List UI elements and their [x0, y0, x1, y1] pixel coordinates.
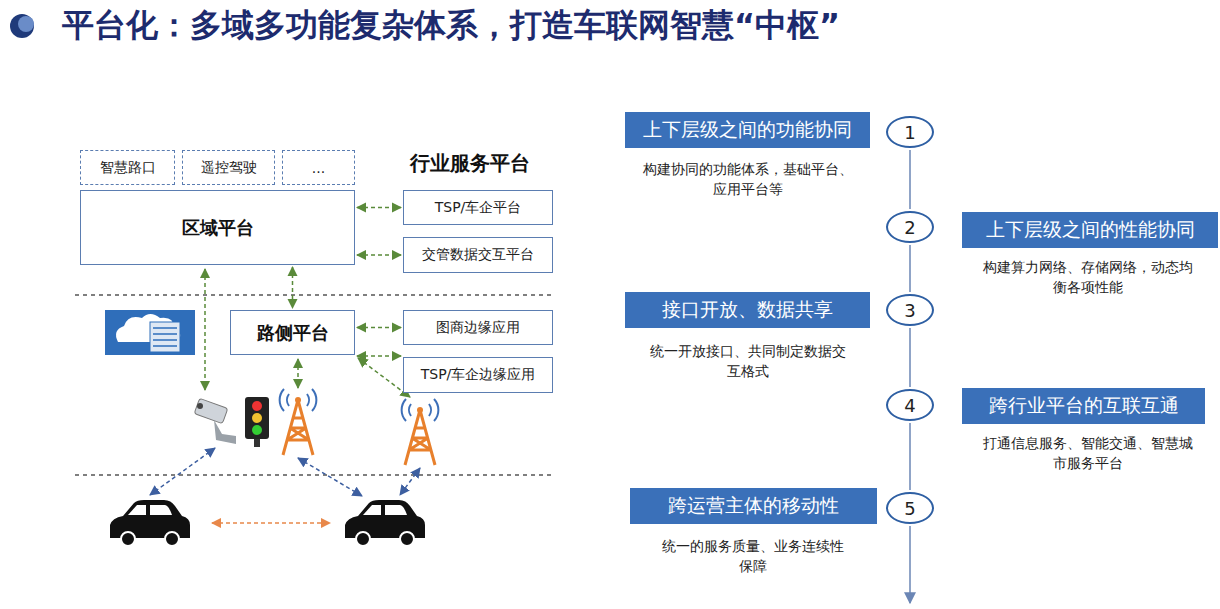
- node-text: 4: [904, 395, 915, 416]
- divider-line: [75, 474, 555, 476]
- connector: [909, 328, 911, 387]
- step-banner: 跨运营主体的移动性: [630, 488, 877, 524]
- step-banner: 接口开放、数据共享: [625, 292, 870, 328]
- traffic-light-icon: [252, 425, 262, 435]
- title-icon: [10, 14, 34, 38]
- node-text: 5: [904, 498, 915, 519]
- node-text: 3: [904, 300, 915, 321]
- connector: [357, 254, 401, 256]
- connector: [909, 245, 911, 292]
- car-icon: [110, 500, 190, 546]
- camera-icon: [197, 403, 203, 409]
- step-banner: 上下层级之间的功能协同: [625, 112, 870, 148]
- step-circle: 5: [886, 492, 934, 524]
- dashed-box: 遥控驾驶: [182, 150, 275, 185]
- timeline-arrow: [909, 526, 911, 603]
- node-text: 1: [904, 122, 915, 143]
- step-description: 打通信息服务、智能交通、智慧城市服务平台: [980, 434, 1195, 473]
- connector: [357, 327, 401, 329]
- step-description: 统一的服务质量、业务连续性保障: [660, 537, 845, 576]
- title: 平台化：多域多功能复杂体系，打造车联网智慧“中枢”: [62, 4, 840, 48]
- node-text: 跨行业平台的互联互通: [989, 393, 1179, 419]
- camera-icon: [194, 398, 228, 423]
- node-text: 智慧路口: [100, 159, 156, 177]
- step-circle: 2: [886, 211, 934, 243]
- service-box: TSP/车企平台: [403, 190, 553, 225]
- service-box: TSP/车企边缘应用: [403, 357, 553, 393]
- node-text: 2: [904, 217, 915, 238]
- cloud-server-icon: [105, 310, 195, 355]
- step-circle: 3: [886, 294, 934, 326]
- node-text: ...: [312, 160, 325, 176]
- title-icon: [10, 14, 34, 38]
- node-text: 上下层级之间的性能协同: [986, 217, 1195, 243]
- traffic-light-icon: [245, 397, 269, 439]
- step-banner: 跨行业平台的互联互通: [962, 388, 1205, 424]
- camera-icon: [194, 398, 236, 444]
- camera-icon: [214, 420, 236, 444]
- service-box: 图商边缘应用: [403, 310, 553, 345]
- node-text: 路侧平台: [257, 321, 329, 345]
- traffic-light-icon: [254, 439, 260, 447]
- step-banner: 上下层级之间的性能协同: [962, 212, 1218, 248]
- node-text: TSP/车企边缘应用: [421, 366, 536, 384]
- node-text: 遥控驾驶: [201, 159, 257, 177]
- node-text: 跨运营主体的移动性: [668, 493, 839, 519]
- platform-box: 路侧平台: [230, 310, 355, 355]
- dashed-box: ...: [282, 150, 355, 185]
- cloud-server-icon: [153, 328, 177, 346]
- link-line: [150, 448, 215, 495]
- traffic-light-icon: [245, 397, 269, 447]
- dashed-box: 智慧路口: [80, 150, 175, 185]
- step-description: 统一开放接口、共同制定数据交互格式: [648, 342, 848, 381]
- tower-icon: [402, 399, 439, 465]
- node-text: TSP/车企平台: [435, 199, 522, 217]
- link-line: [297, 359, 299, 388]
- connector: [357, 355, 401, 357]
- node-text: 上下层级之间的功能协同: [643, 117, 852, 143]
- node-text: 区域平台: [182, 216, 254, 240]
- step-circle: 1: [886, 116, 934, 148]
- connector: [909, 423, 911, 490]
- platform-box: 区域平台: [80, 190, 355, 265]
- title-icon: [18, 16, 34, 32]
- divider-line: [75, 294, 555, 296]
- node-text: 图商边缘应用: [436, 319, 520, 337]
- connector: [909, 150, 911, 209]
- step-description: 构建算力网络、存储网络，动态均衡各项性能: [980, 258, 1195, 297]
- tower-icon: [280, 389, 317, 455]
- connector: [357, 207, 401, 209]
- cloud-server-icon: [105, 310, 195, 355]
- traffic-light-icon: [252, 401, 262, 411]
- cloud-server-icon: [150, 322, 180, 352]
- group-heading: 行业服务平台: [410, 150, 530, 177]
- node-text: 接口开放、数据共享: [662, 297, 833, 323]
- link-line: [298, 458, 362, 496]
- link-line: [204, 269, 206, 390]
- connector: [292, 267, 294, 308]
- link-line: [212, 522, 330, 524]
- car-icon: [345, 500, 425, 546]
- step-circle: 4: [886, 389, 934, 421]
- link-line: [400, 468, 420, 495]
- step-description: 构建协同的功能体系，基础平台、应用平台等: [638, 160, 858, 199]
- service-box: 交管数据交互平台: [403, 237, 553, 273]
- node-text: 交管数据交互平台: [422, 246, 534, 264]
- traffic-light-icon: [252, 413, 262, 423]
